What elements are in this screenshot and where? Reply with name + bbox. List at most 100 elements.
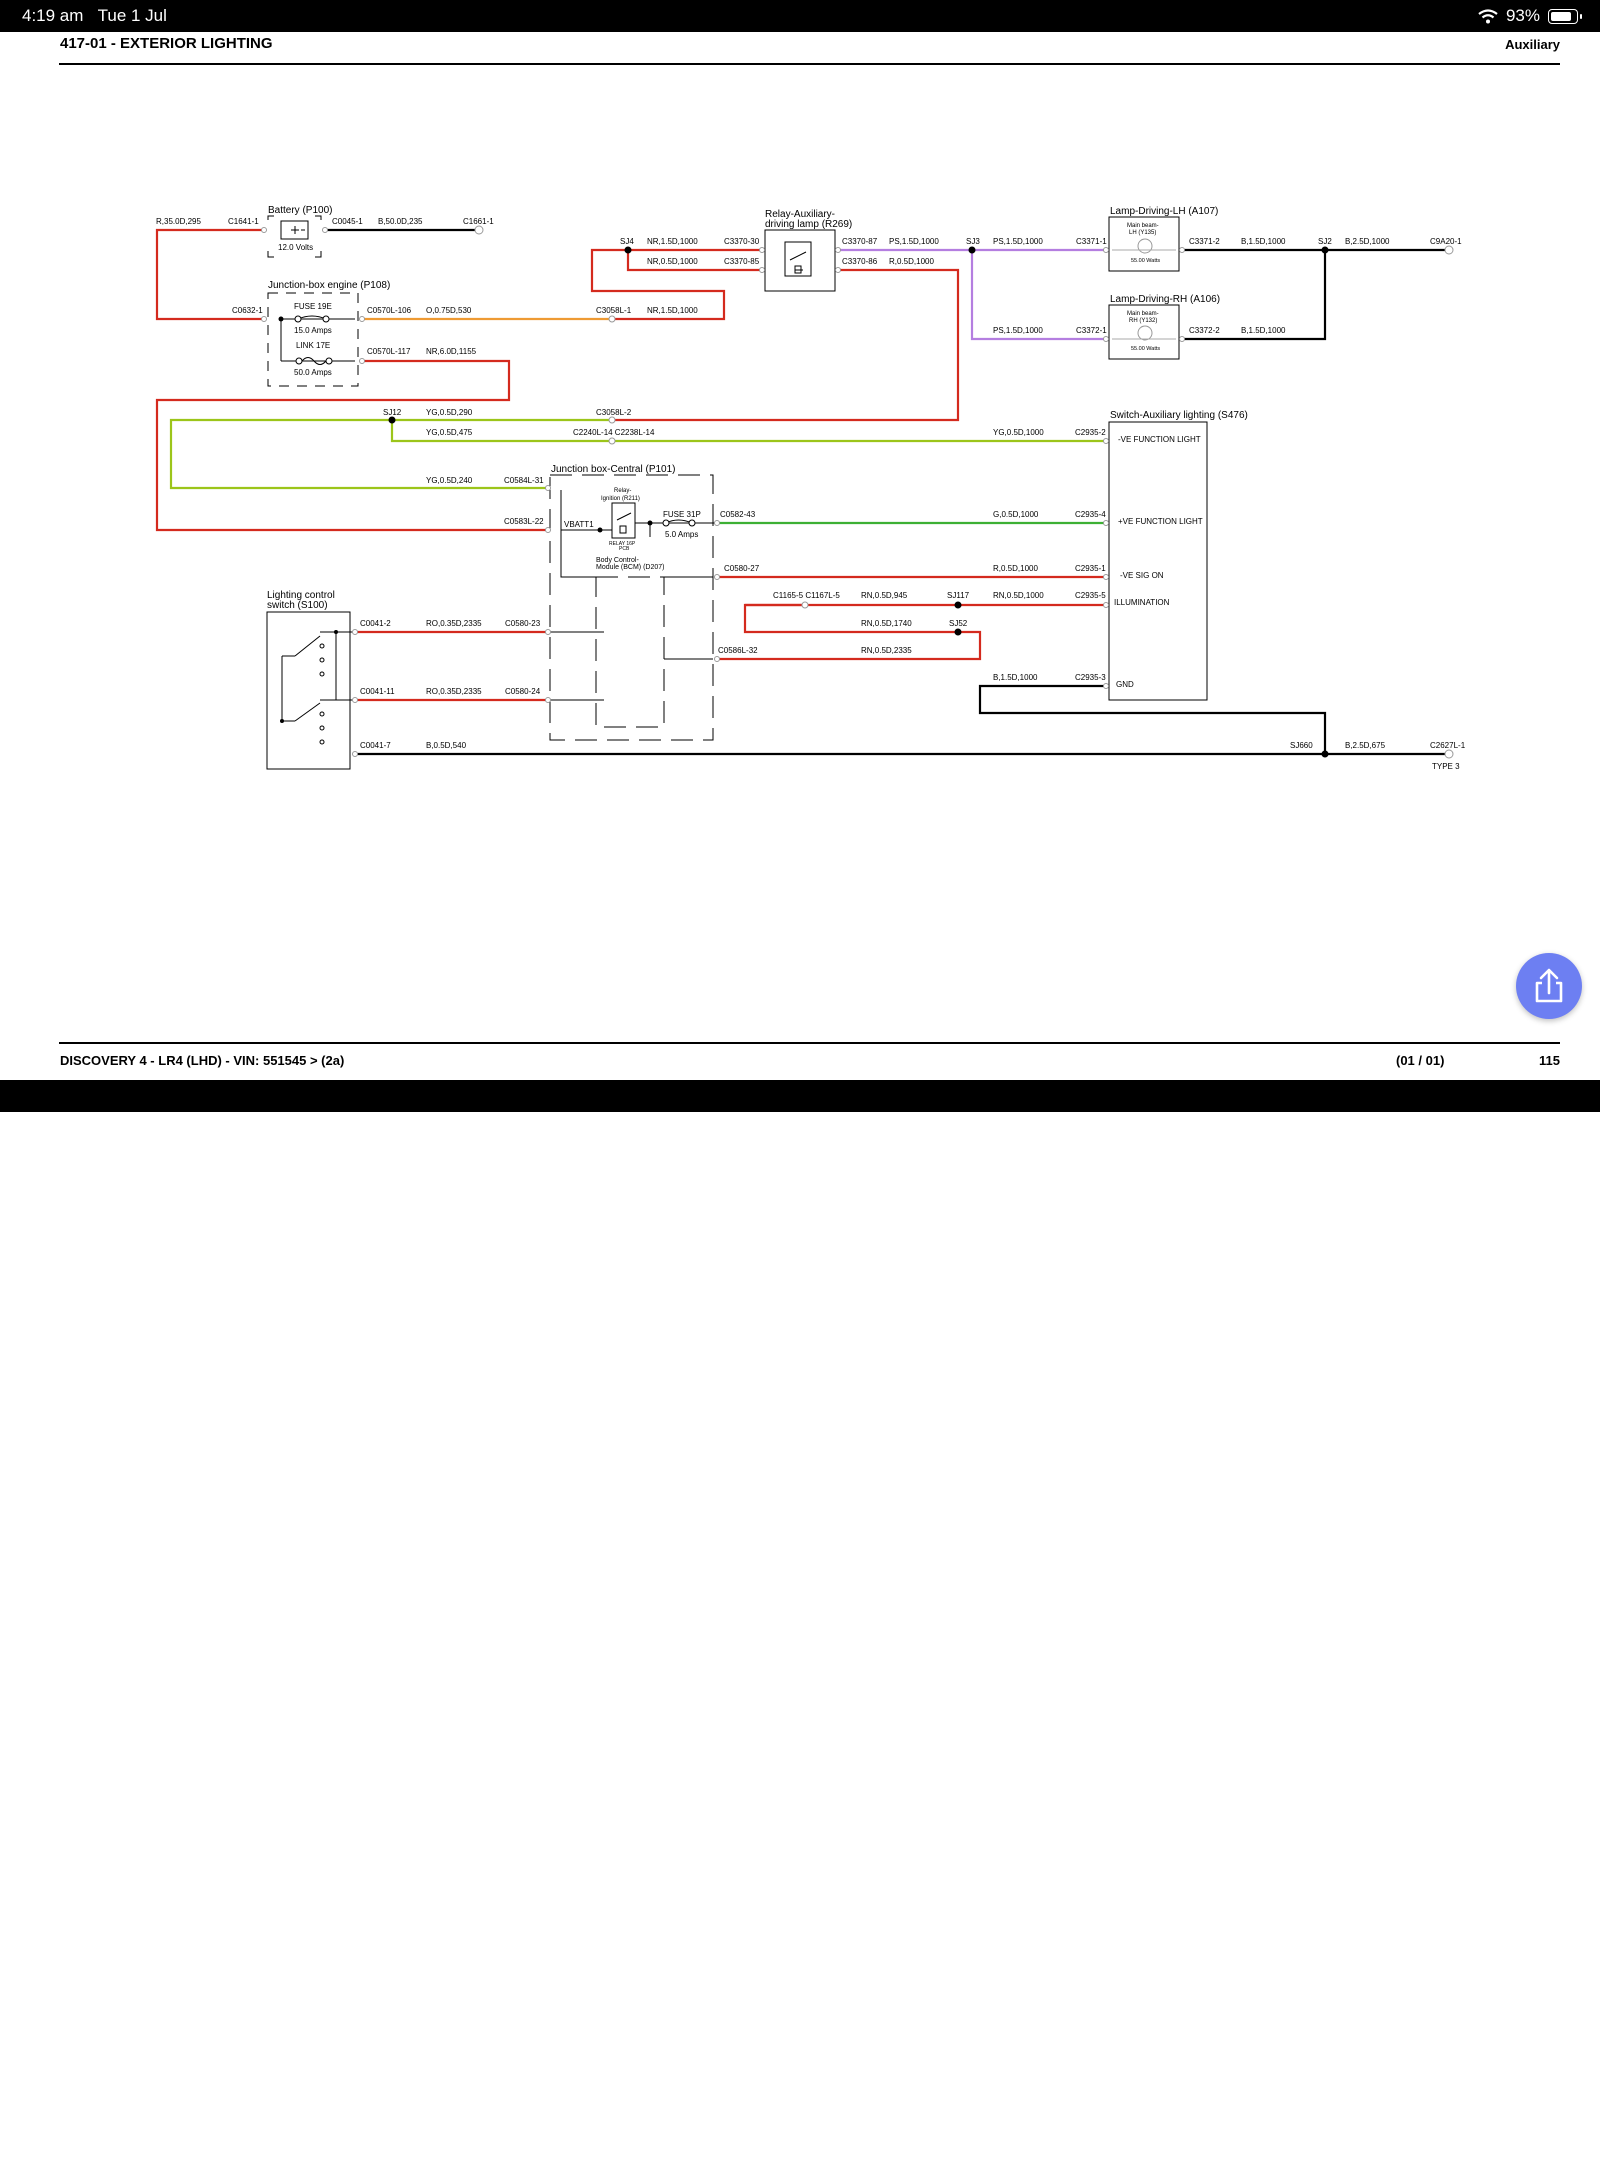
label-wire-nr15-a: NR,1.5D,1000: [647, 237, 698, 246]
label-c1165-c1167: C1165-5 C1167L-5: [773, 591, 840, 600]
relay-aux-coil: [784, 241, 812, 277]
label-wire-rn2335: RN,0.5D,2335: [861, 646, 912, 655]
label-pin-pos-function: +VE FUNCTION LIGHT: [1118, 517, 1203, 526]
label-sj12: SJ12: [383, 408, 402, 417]
label-lamp-rh-watts: 55.00 Watts: [1131, 346, 1160, 352]
wire-relay-86-switch: [612, 268, 960, 422]
label-junction-engine: Junction-box engine (P108): [268, 280, 390, 291]
label-wire-ps15-c: PS,1.5D,1000: [993, 326, 1043, 335]
label-c0580-27: C0580-27: [724, 564, 760, 573]
battery-icon: [1548, 8, 1582, 24]
label-wire-ro-a: RO,0.35D,2335: [426, 619, 482, 628]
label-wire-rn1740: RN,0.5D,1740: [861, 619, 912, 628]
label-wire-b50: B,50.0D,235: [378, 217, 423, 226]
connector-terminals: [261, 225, 1454, 759]
label-sj117: SJ117: [947, 591, 970, 600]
label-wire-b675: B,2.5D,675: [1345, 741, 1386, 750]
label-type3: TYPE 3: [1432, 762, 1460, 771]
wire-sj12-switch: [390, 420, 1109, 443]
lighting-switch-component: [266, 611, 355, 770]
wiring-diagram: Battery (P100) 12.0 Volts Junction-box e…: [155, 205, 1466, 771]
label-wire-yg475: YG,0.5D,475: [426, 428, 473, 437]
label-lamp-lh-watts: 55.00 Watts: [1131, 258, 1160, 264]
lamp-lh-component: [1108, 216, 1180, 272]
label-sj52: SJ52: [949, 619, 968, 628]
label-c2935-2: C2935-2: [1075, 428, 1106, 437]
lamp-rh-component: [1108, 304, 1180, 360]
status-time: 4:19 am Tue 1 Jul: [22, 6, 167, 25]
label-sj660: SJ660: [1290, 741, 1313, 750]
label-c3371-2: C3371-2: [1189, 237, 1220, 246]
splice-sj660: [1321, 750, 1329, 758]
splice-sj12: [388, 416, 396, 424]
label-lamp-rh: Lamp-Driving-RH (A106): [1110, 294, 1220, 305]
label-c3370-85: C3370-85: [724, 257, 760, 266]
label-wire-o075: O,0.75D,530: [426, 306, 472, 315]
label-wire-r05-b: R,0.5D,1000: [993, 564, 1038, 573]
splice-sj3: [968, 246, 976, 254]
label-wire-r35: R,35.0D,295: [156, 217, 201, 226]
label-vbatt: VBATT1: [564, 520, 594, 529]
bottom-bar: [0, 1080, 1600, 2183]
relay-aux-box: [764, 229, 836, 292]
label-bcm-1: Body Control-: [596, 557, 639, 564]
label-junction-central: Junction box-Central (P101): [551, 464, 676, 475]
footer-page-of: (01 / 01): [1396, 1053, 1445, 1068]
label-sj4: SJ4: [620, 237, 634, 246]
header-rule: [59, 63, 1560, 65]
share-button[interactable]: [1516, 953, 1582, 1019]
section-label: Auxiliary: [1505, 37, 1560, 52]
label-c0045: C0045-1: [332, 217, 363, 226]
switch-aux-box: [1108, 421, 1208, 701]
label-c3370-87: C3370-87: [842, 237, 878, 246]
label-relay-aux-2: driving lamp (R269): [765, 219, 852, 230]
label-c2935-1: C2935-1: [1075, 564, 1106, 573]
label-c3058-1: C3058L-1: [596, 306, 632, 315]
junction-engine-box: [267, 292, 359, 387]
label-lamp-lh-inner-1: Main beam-: [1127, 223, 1159, 229]
wire-link17-feed: [155, 359, 548, 532]
splice-sj2: [1321, 246, 1329, 254]
label-wire-ro-b: RO,0.35D,2335: [426, 687, 482, 696]
label-c0570-106: C0570L-106: [367, 306, 412, 315]
label-c2627: C2627L-1: [1430, 741, 1466, 750]
label-wire-ps15-a: PS,1.5D,1000: [889, 237, 939, 246]
label-lamp-rh-inner-1: Main beam-: [1127, 311, 1159, 317]
label-c3372-1: C3372-1: [1076, 326, 1107, 335]
wire-gnd-switch: [978, 684, 1327, 754]
wire-lamp-rh-ground: [1182, 250, 1327, 341]
label-wire-b15-a: B,1.5D,1000: [1241, 237, 1286, 246]
label-wire-rn945: RN,0.5D,945: [861, 591, 908, 600]
label-sj3: SJ3: [966, 237, 980, 246]
label-relay-ign-2: Ignition (R211): [601, 496, 640, 502]
label-c3371-1: C3371-1: [1076, 237, 1107, 246]
label-c3058-2: C3058L-2: [596, 408, 632, 417]
label-wire-nr6: NR,6.0D,1155: [426, 347, 477, 356]
label-c0583: C0583L-22: [504, 517, 544, 526]
label-c1641: C1641-1: [228, 217, 259, 226]
label-fuse31: FUSE 31P: [663, 510, 701, 519]
label-wire-b15-b: B,1.5D,1000: [1241, 326, 1286, 335]
label-wire-yg240: YG,0.5D,240: [426, 476, 473, 485]
wire-sj4-c3370-85: [626, 250, 762, 272]
label-wire-nr15-b: NR,1.5D,1000: [647, 306, 698, 315]
label-link17: LINK 17E: [296, 341, 330, 350]
relay-ign-symbol: [611, 502, 636, 539]
label-wire-b15-c: B,1.5D,1000: [993, 673, 1038, 682]
label-battery: Battery (P100): [268, 205, 332, 216]
wire-sj3-lamp-rh: [970, 250, 1109, 341]
label-bcm-2: Module (BCM) (D207): [596, 564, 664, 571]
label-wire-b25-a: B,2.5D,1000: [1345, 237, 1390, 246]
label-c3372-2: C3372-2: [1189, 326, 1220, 335]
home-indicator[interactable]: [587, 2176, 1013, 2183]
label-pin-sig-on: -VE SIG ON: [1120, 571, 1164, 580]
link17-symbol: [281, 357, 355, 365]
splice-sj4: [624, 246, 632, 254]
label-switch-aux: Switch-Auxiliary lighting (S476): [1110, 410, 1248, 421]
status-right: 93%: [1478, 6, 1582, 26]
label-relay-ign-1: Relay-: [614, 488, 631, 494]
label-wire-nr05: NR,0.5D,1000: [647, 257, 698, 266]
label-wire-b540: B,0.5D,540: [426, 741, 467, 750]
footer-rule: [59, 1042, 1560, 1044]
status-date: Tue 1 Jul: [97, 6, 167, 25]
